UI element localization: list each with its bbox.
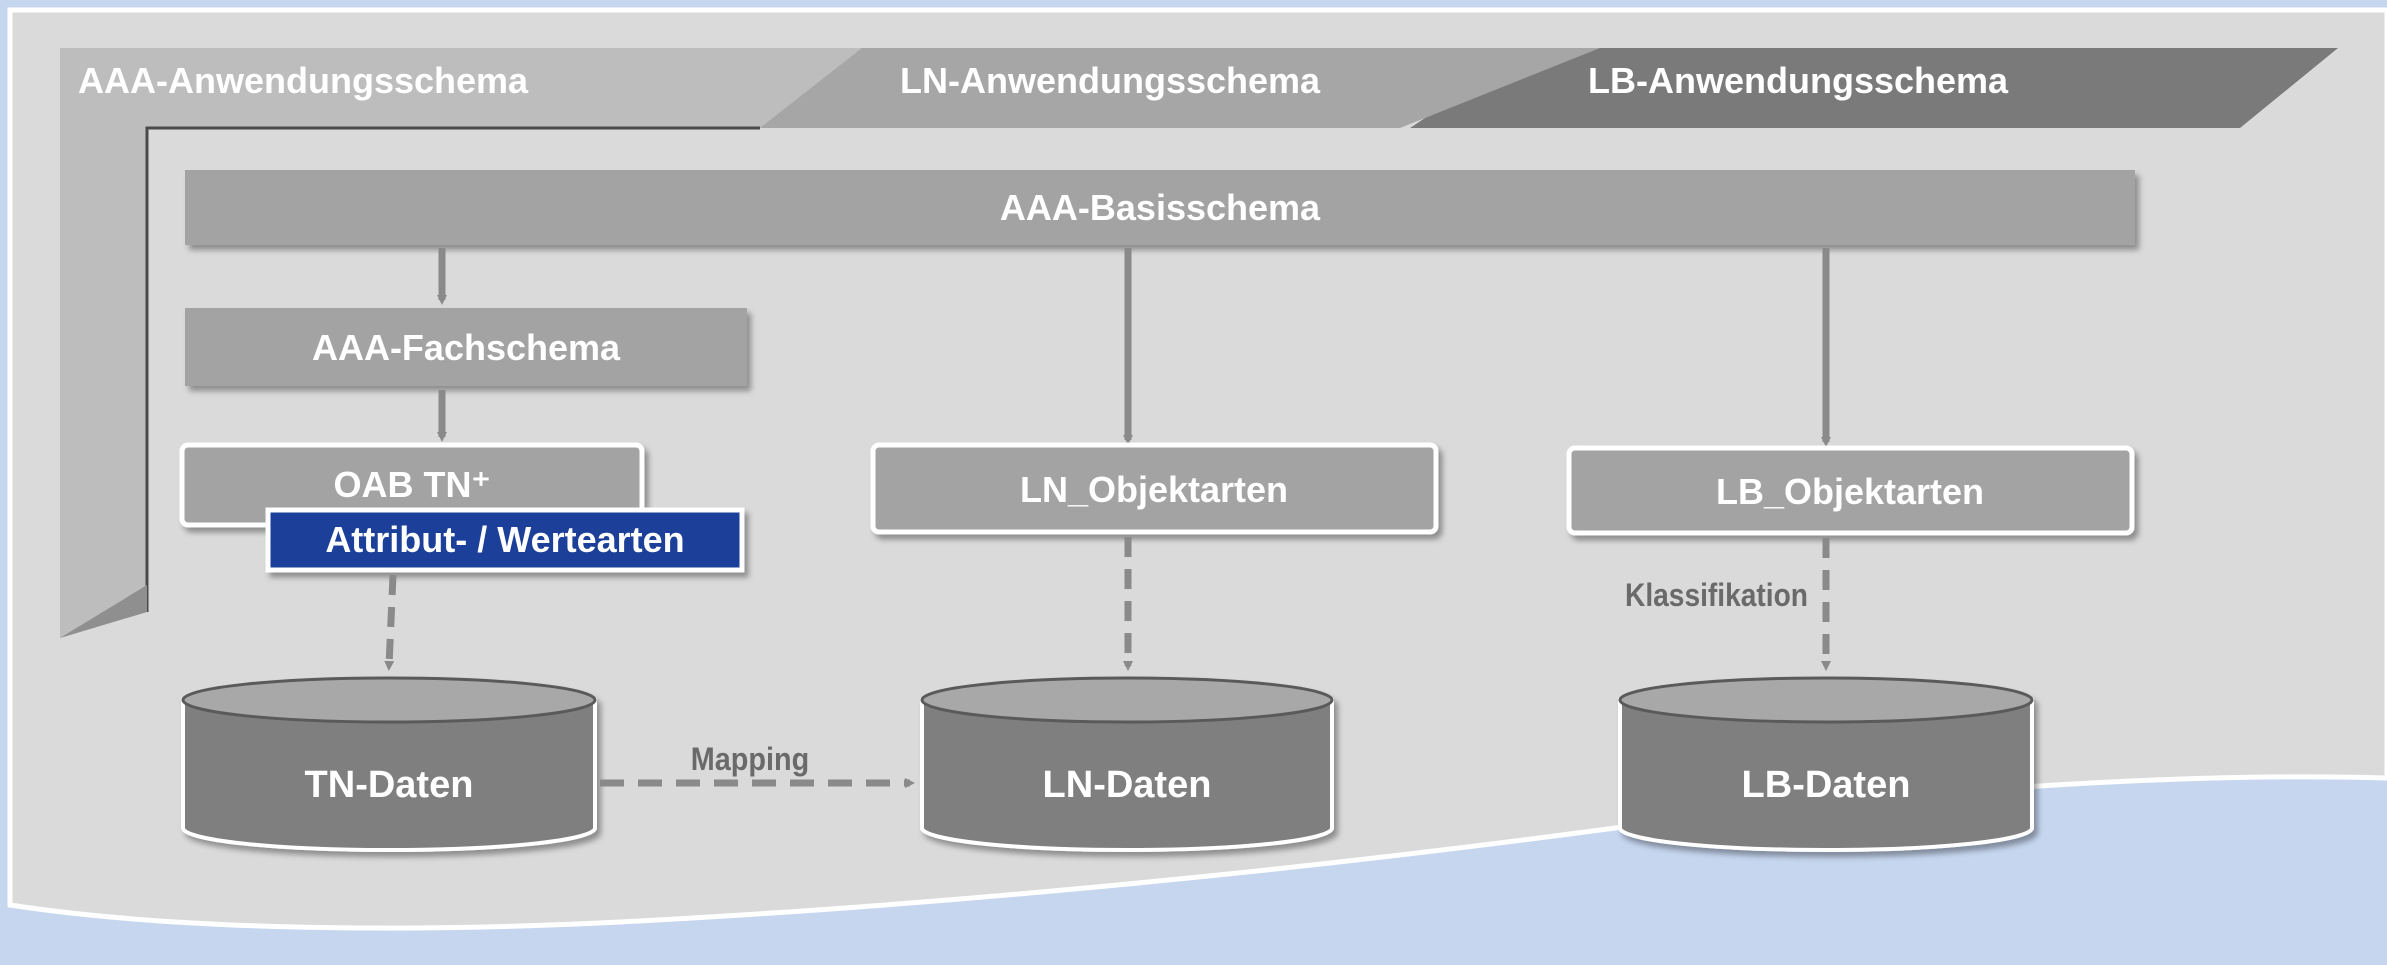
basisschema-box — [185, 170, 2135, 245]
tn-daten-label: TN-Daten — [305, 764, 474, 806]
klassifikation-label: Klassifikation — [1625, 578, 1808, 613]
oab-tn-label: OAB TN⁺ — [334, 464, 491, 505]
ln-objektarten-label: LN_Objektarten — [1020, 469, 1288, 510]
tab-shape-ln — [750, 48, 1600, 128]
mapping-label: Mapping — [691, 742, 809, 778]
aaa-frame-bevel — [60, 585, 147, 638]
tn-daten-database — [181, 676, 597, 852]
dashed-arrow-oab-to-tn — [384, 574, 397, 671]
basisschema-label: AAA-Basisschema — [1000, 187, 1321, 228]
attribut-wertearten-box — [265, 507, 745, 573]
tab-aaa-anwendungsschema: AAA-Anwendungsschema — [78, 60, 529, 101]
fachschema-label: AAA-Fachschema — [312, 327, 621, 368]
tab-lb-anwendungsschema: LB-Anwendungsschema — [1588, 60, 2009, 101]
ln-objektarten-box — [870, 442, 1439, 535]
lb-objektarten-label: LB_Objektarten — [1716, 471, 1984, 512]
lb-daten-database — [1618, 676, 2034, 852]
tab-ln-anwendungsschema: LN-Anwendungsschema — [900, 60, 1321, 101]
ln-daten-database — [920, 676, 1334, 852]
tab-shape-aaa — [60, 48, 862, 638]
lb-daten-label: LB-Daten — [1742, 764, 1911, 806]
fachschema-box — [185, 308, 747, 386]
lb-objektarten-box — [1566, 445, 2135, 536]
attribut-wertearten-label: Attribut- / Wertearten — [325, 519, 684, 560]
ln-daten-label: LN-Daten — [1043, 764, 1212, 806]
aaa-frame-inner-edge — [145, 126, 760, 612]
tab-shape-lb — [1410, 48, 2338, 128]
